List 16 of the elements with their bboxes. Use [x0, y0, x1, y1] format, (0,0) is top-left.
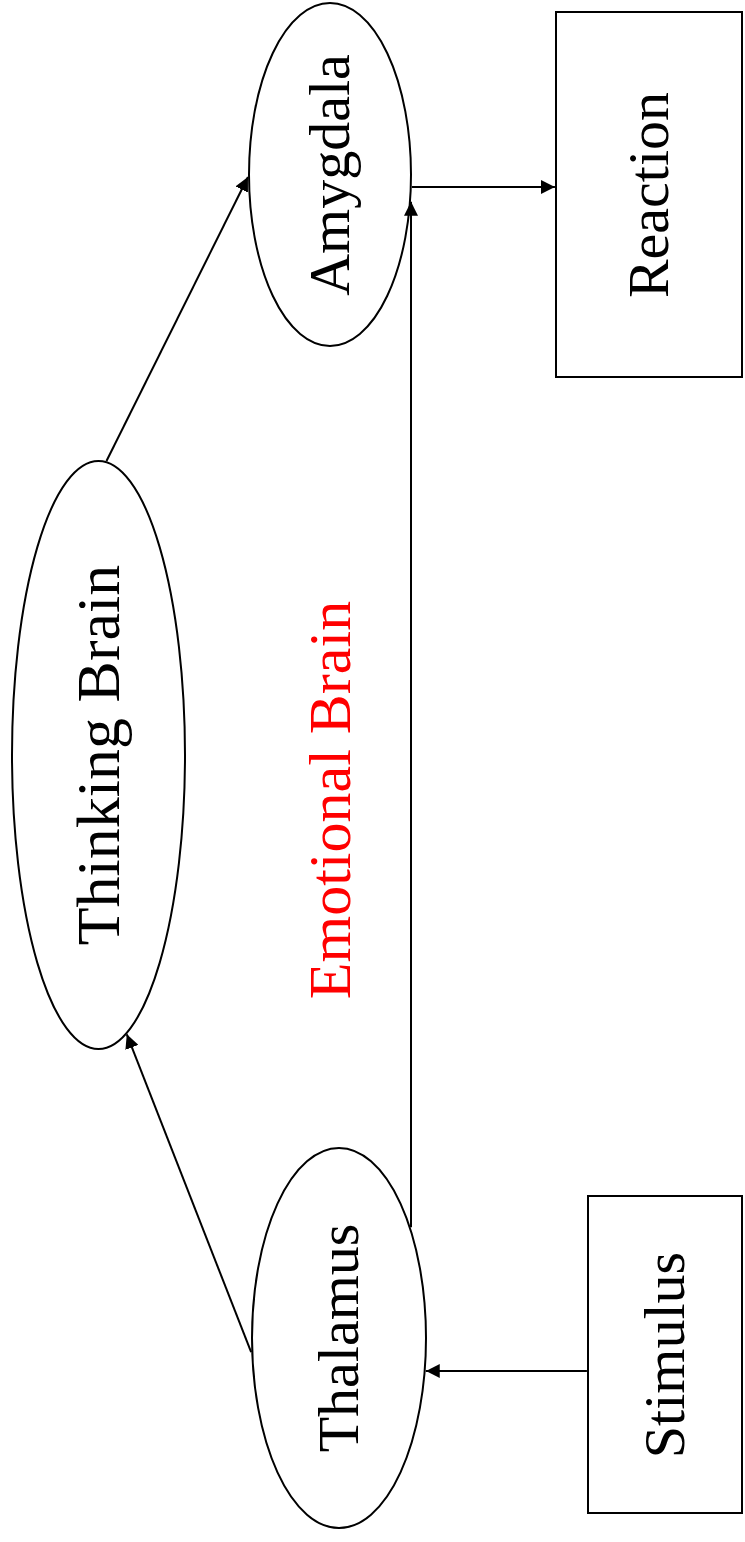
arrow [105, 176, 249, 463]
node-label: Amygdala [301, 53, 359, 296]
ellipse-node [248, 2, 412, 347]
node-label: Reaction [620, 91, 678, 298]
ellipse-node [11, 460, 186, 1050]
arrow [404, 200, 418, 1229]
diagram-label: Emotional Brain [300, 600, 360, 1000]
node-label: Thinking Brain [67, 564, 130, 946]
ellipse-node [251, 1147, 427, 1529]
process-box [587, 1195, 743, 1514]
arrow [424, 1364, 588, 1378]
process-box [555, 11, 743, 378]
node-label: Thalamus [310, 1223, 368, 1453]
arrow [410, 180, 556, 194]
arrow [125, 1033, 253, 1354]
node-label: Stimulus [636, 1251, 694, 1458]
